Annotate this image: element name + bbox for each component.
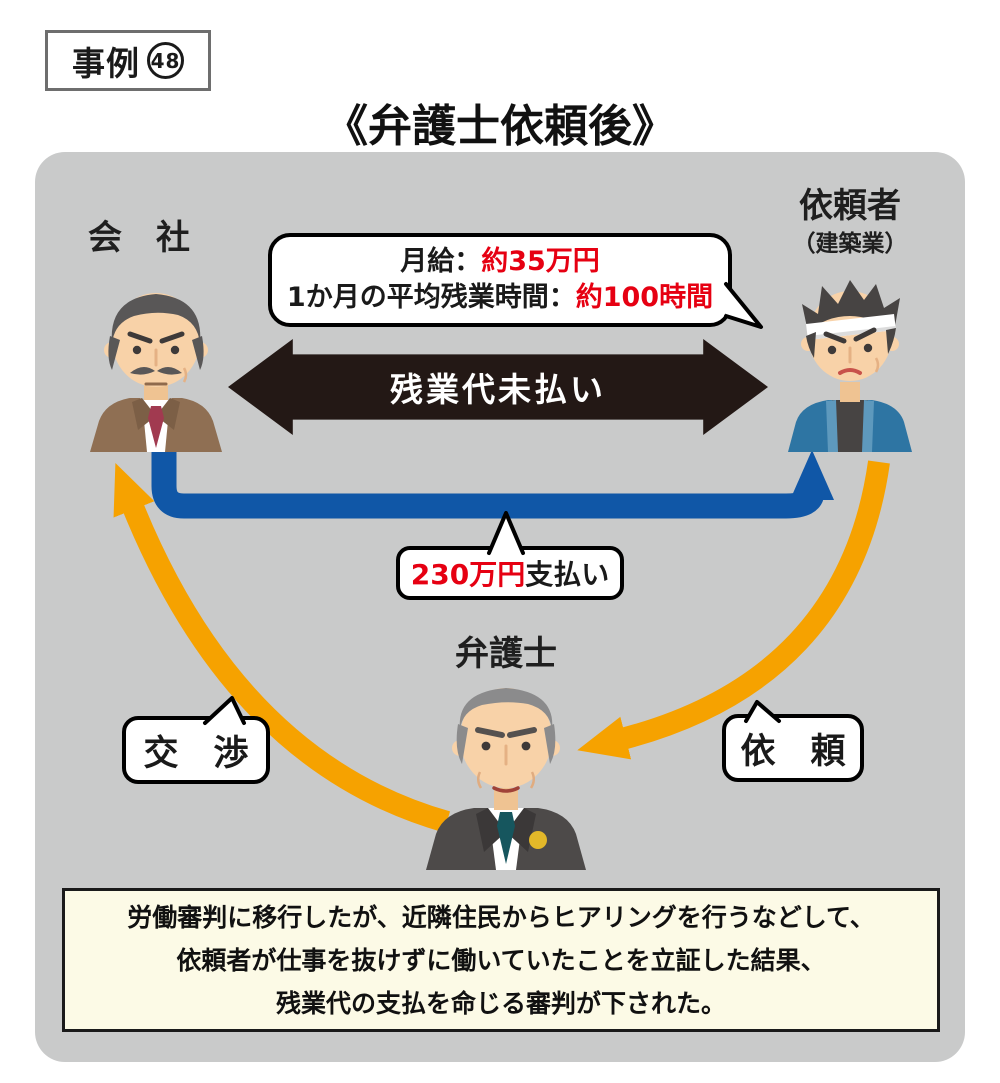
lawyer-label: 弁護士 bbox=[455, 634, 557, 674]
client-illustration bbox=[788, 280, 912, 452]
salary-line1: 月給：約35万円 bbox=[400, 244, 600, 280]
unpaid-overtime-label: 残業代未払い bbox=[390, 370, 606, 409]
payment-suffix: 支払い bbox=[525, 558, 610, 591]
salary-line2: 1か月の平均残業時間：約100時間 bbox=[287, 280, 713, 316]
salary-line1-value: 約35万円 bbox=[481, 246, 600, 277]
unpaid-overtime-arrow: 残業代未払い bbox=[228, 339, 768, 435]
request-label: 依 頼 bbox=[740, 731, 846, 772]
negotiation-bubble: 交 渉 bbox=[122, 716, 270, 784]
salary-line2-value: 約100時間 bbox=[575, 282, 714, 313]
case-number-badge: 事例 48 bbox=[45, 30, 211, 91]
page-title: 《弁護士依頼後》 bbox=[324, 101, 676, 152]
case-number-circle: 48 bbox=[147, 42, 184, 79]
lawyer-illustration bbox=[426, 688, 586, 870]
case-badge-label: 事例 bbox=[72, 43, 140, 83]
result-line-1: 労働審判に移行したが、近隣住民からヒアリングを行うなどして、 bbox=[127, 902, 875, 932]
client-label-industry: （建築業） bbox=[792, 231, 908, 257]
client-label: 依頼者 （建築業） bbox=[770, 188, 930, 262]
company-illustration bbox=[90, 293, 222, 452]
payment-bubble: 230万円支払い bbox=[396, 546, 624, 600]
company-label: 会 社 bbox=[88, 218, 190, 258]
salary-line2-label: 1か月の平均残業時間： bbox=[286, 282, 576, 313]
client-label-main: 依頼者 bbox=[799, 186, 901, 226]
result-line-3: 残業代の支払を命じる審判が下された。 bbox=[275, 988, 726, 1018]
negotiation-label: 交 渉 bbox=[143, 733, 249, 774]
result-box: 労働審判に移行したが、近隣住民からヒアリングを行うなどして、 依頼者が仕事を抜け… bbox=[62, 888, 940, 1032]
salary-speech-bubble: 月給：約35万円 1か月の平均残業時間：約100時間 bbox=[268, 233, 732, 327]
result-line-2: 依頼者が仕事を抜けずに働いていたことを立証した結果、 bbox=[176, 945, 826, 975]
request-bubble: 依 頼 bbox=[722, 714, 864, 782]
payment-amount: 230万円 bbox=[410, 558, 526, 591]
salary-line1-label: 月給： bbox=[400, 246, 482, 277]
